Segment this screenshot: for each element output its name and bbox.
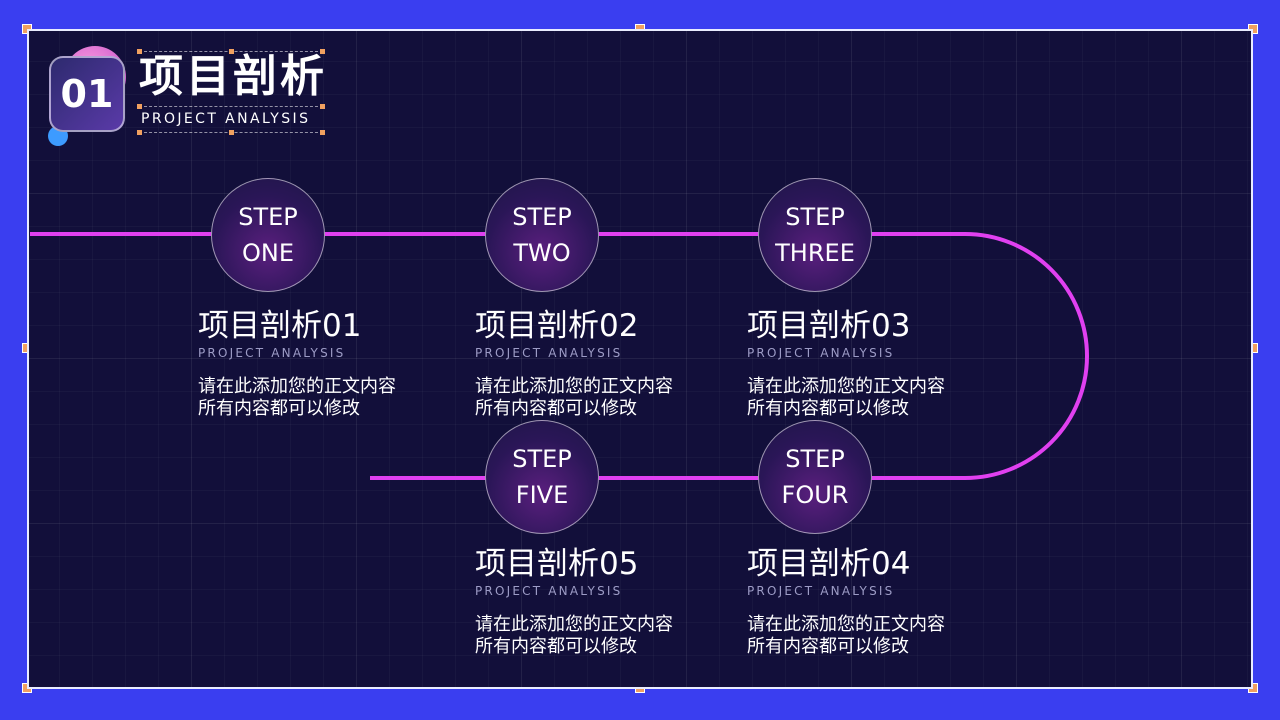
title-selection-dot[interactable]	[320, 49, 325, 54]
section-number-badge: 01	[49, 56, 125, 132]
title-selection-dot[interactable]	[229, 130, 234, 135]
step-five-circle[interactable]: STEP FIVE	[485, 420, 599, 534]
step-label: STEP	[785, 445, 845, 473]
step-four-text[interactable]: 项目剖析04 PROJECT ANALYSIS 请在此添加您的正文内容所有内容都…	[747, 544, 977, 658]
step-label: STEP	[785, 203, 845, 231]
step-english: PROJECT ANALYSIS	[475, 584, 623, 598]
step-four-circle[interactable]: STEP FOUR	[758, 420, 872, 534]
step-description: 请在此添加您的正文内容所有内容都可以修改	[198, 376, 396, 419]
step-title: 项目剖析04	[747, 546, 911, 582]
step-description: 请在此添加您的正文内容所有内容都可以修改	[747, 614, 945, 657]
step-description: 请在此添加您的正文内容所有内容都可以修改	[747, 376, 945, 419]
step-number: TWO	[513, 239, 571, 267]
page-title[interactable]: 项目剖析	[139, 51, 327, 102]
step-english: PROJECT ANALYSIS	[747, 346, 895, 360]
step-number: FIVE	[515, 481, 569, 509]
title-selection-dot[interactable]	[229, 49, 234, 54]
title-selection-dot[interactable]	[320, 130, 325, 135]
step-title: 项目剖析03	[747, 308, 911, 344]
step-five-text[interactable]: 项目剖析05 PROJECT ANALYSIS 请在此添加您的正文内容所有内容都…	[475, 544, 705, 658]
step-one-text[interactable]: 项目剖析01 PROJECT ANALYSIS 请在此添加您的正文内容所有内容都…	[198, 306, 428, 420]
step-title: 项目剖析05	[475, 546, 639, 582]
step-number: THREE	[775, 239, 855, 267]
grid-background	[29, 31, 1251, 687]
title-selection-dot[interactable]	[137, 130, 142, 135]
step-description: 请在此添加您的正文内容所有内容都可以修改	[475, 614, 673, 657]
step-two-text[interactable]: 项目剖析02 PROJECT ANALYSIS 请在此添加您的正文内容所有内容都…	[475, 306, 705, 420]
step-label: STEP	[512, 203, 572, 231]
step-label: STEP	[512, 445, 572, 473]
title-selection-dot[interactable]	[137, 49, 142, 54]
step-english: PROJECT ANALYSIS	[198, 346, 346, 360]
step-english: PROJECT ANALYSIS	[475, 346, 623, 360]
title-selection-mid	[139, 106, 323, 107]
step-title: 项目剖析01	[198, 308, 362, 344]
step-description: 请在此添加您的正文内容所有内容都可以修改	[475, 376, 673, 419]
step-three-text[interactable]: 项目剖析03 PROJECT ANALYSIS 请在此添加您的正文内容所有内容都…	[747, 306, 977, 420]
step-title: 项目剖析02	[475, 308, 639, 344]
step-number: FOUR	[781, 481, 849, 509]
step-english: PROJECT ANALYSIS	[747, 584, 895, 598]
title-selection-dot[interactable]	[320, 104, 325, 109]
step-label: STEP	[238, 203, 298, 231]
slide-canvas[interactable]	[27, 29, 1253, 689]
step-three-circle[interactable]: STEP THREE	[758, 178, 872, 292]
step-number: ONE	[241, 239, 294, 267]
step-two-circle[interactable]: STEP TWO	[485, 178, 599, 292]
title-selection-dot[interactable]	[137, 104, 142, 109]
step-one-circle[interactable]: STEP ONE	[211, 178, 325, 292]
page-subtitle[interactable]: PROJECT ANALYSIS	[141, 111, 311, 127]
